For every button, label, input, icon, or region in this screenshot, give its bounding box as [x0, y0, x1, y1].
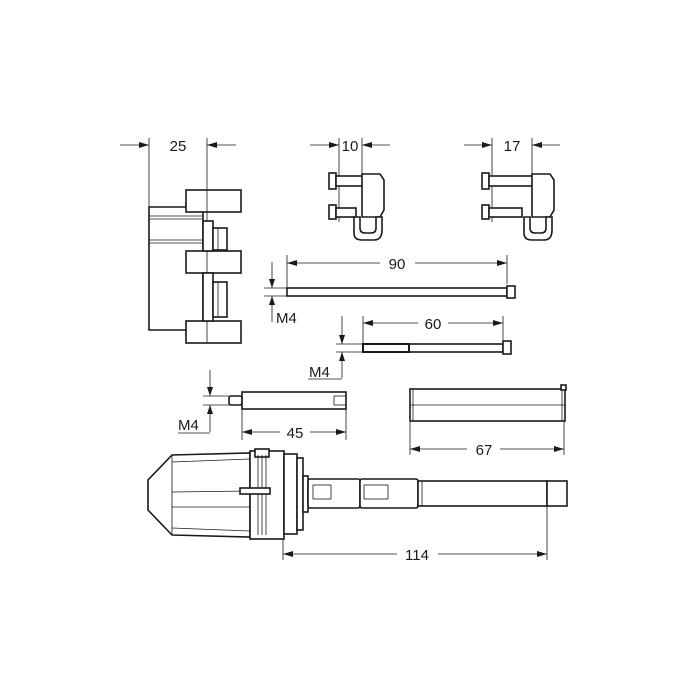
dim-60-label: 60: [425, 316, 442, 333]
dim-90-label: 90: [389, 256, 406, 273]
spindle-extension-114-part: 114: [147, 448, 568, 564]
dim-17-label: 17: [504, 138, 521, 155]
thread-m4-45-label: M4: [178, 417, 199, 434]
adapter-block-part: 25: [120, 138, 242, 344]
screw-90-part: 90 M4: [264, 255, 516, 327]
dimension-25: 25: [120, 138, 236, 210]
thread-m4-60: M4: [308, 316, 363, 381]
thread-m4-45: M4: [178, 370, 229, 434]
thread-m4-90-label: M4: [276, 310, 297, 327]
dimension-67: 67: [409, 421, 565, 459]
dim-25-label: 25: [170, 138, 187, 155]
thread-m4-90: M4: [264, 262, 297, 327]
dimension-45: 45: [241, 409, 347, 442]
sleeve-67-part: 67: [409, 384, 567, 459]
clip-small-part: 10: [310, 138, 390, 241]
dim-67-label: 67: [476, 442, 493, 459]
dimension-114: 114: [282, 506, 548, 564]
dim-45-label: 45: [287, 425, 304, 442]
dim-10-label: 10: [342, 138, 359, 155]
dimension-60: 60: [362, 316, 504, 345]
dimension-90: 90: [286, 255, 508, 292]
extension-45-part: 45 M4: [178, 370, 347, 442]
screw-60-part: 60 M4: [308, 316, 512, 381]
thread-m4-60-label: M4: [309, 364, 330, 381]
dim-114-label: 114: [405, 547, 429, 564]
clip-large-part: 17: [464, 138, 560, 241]
